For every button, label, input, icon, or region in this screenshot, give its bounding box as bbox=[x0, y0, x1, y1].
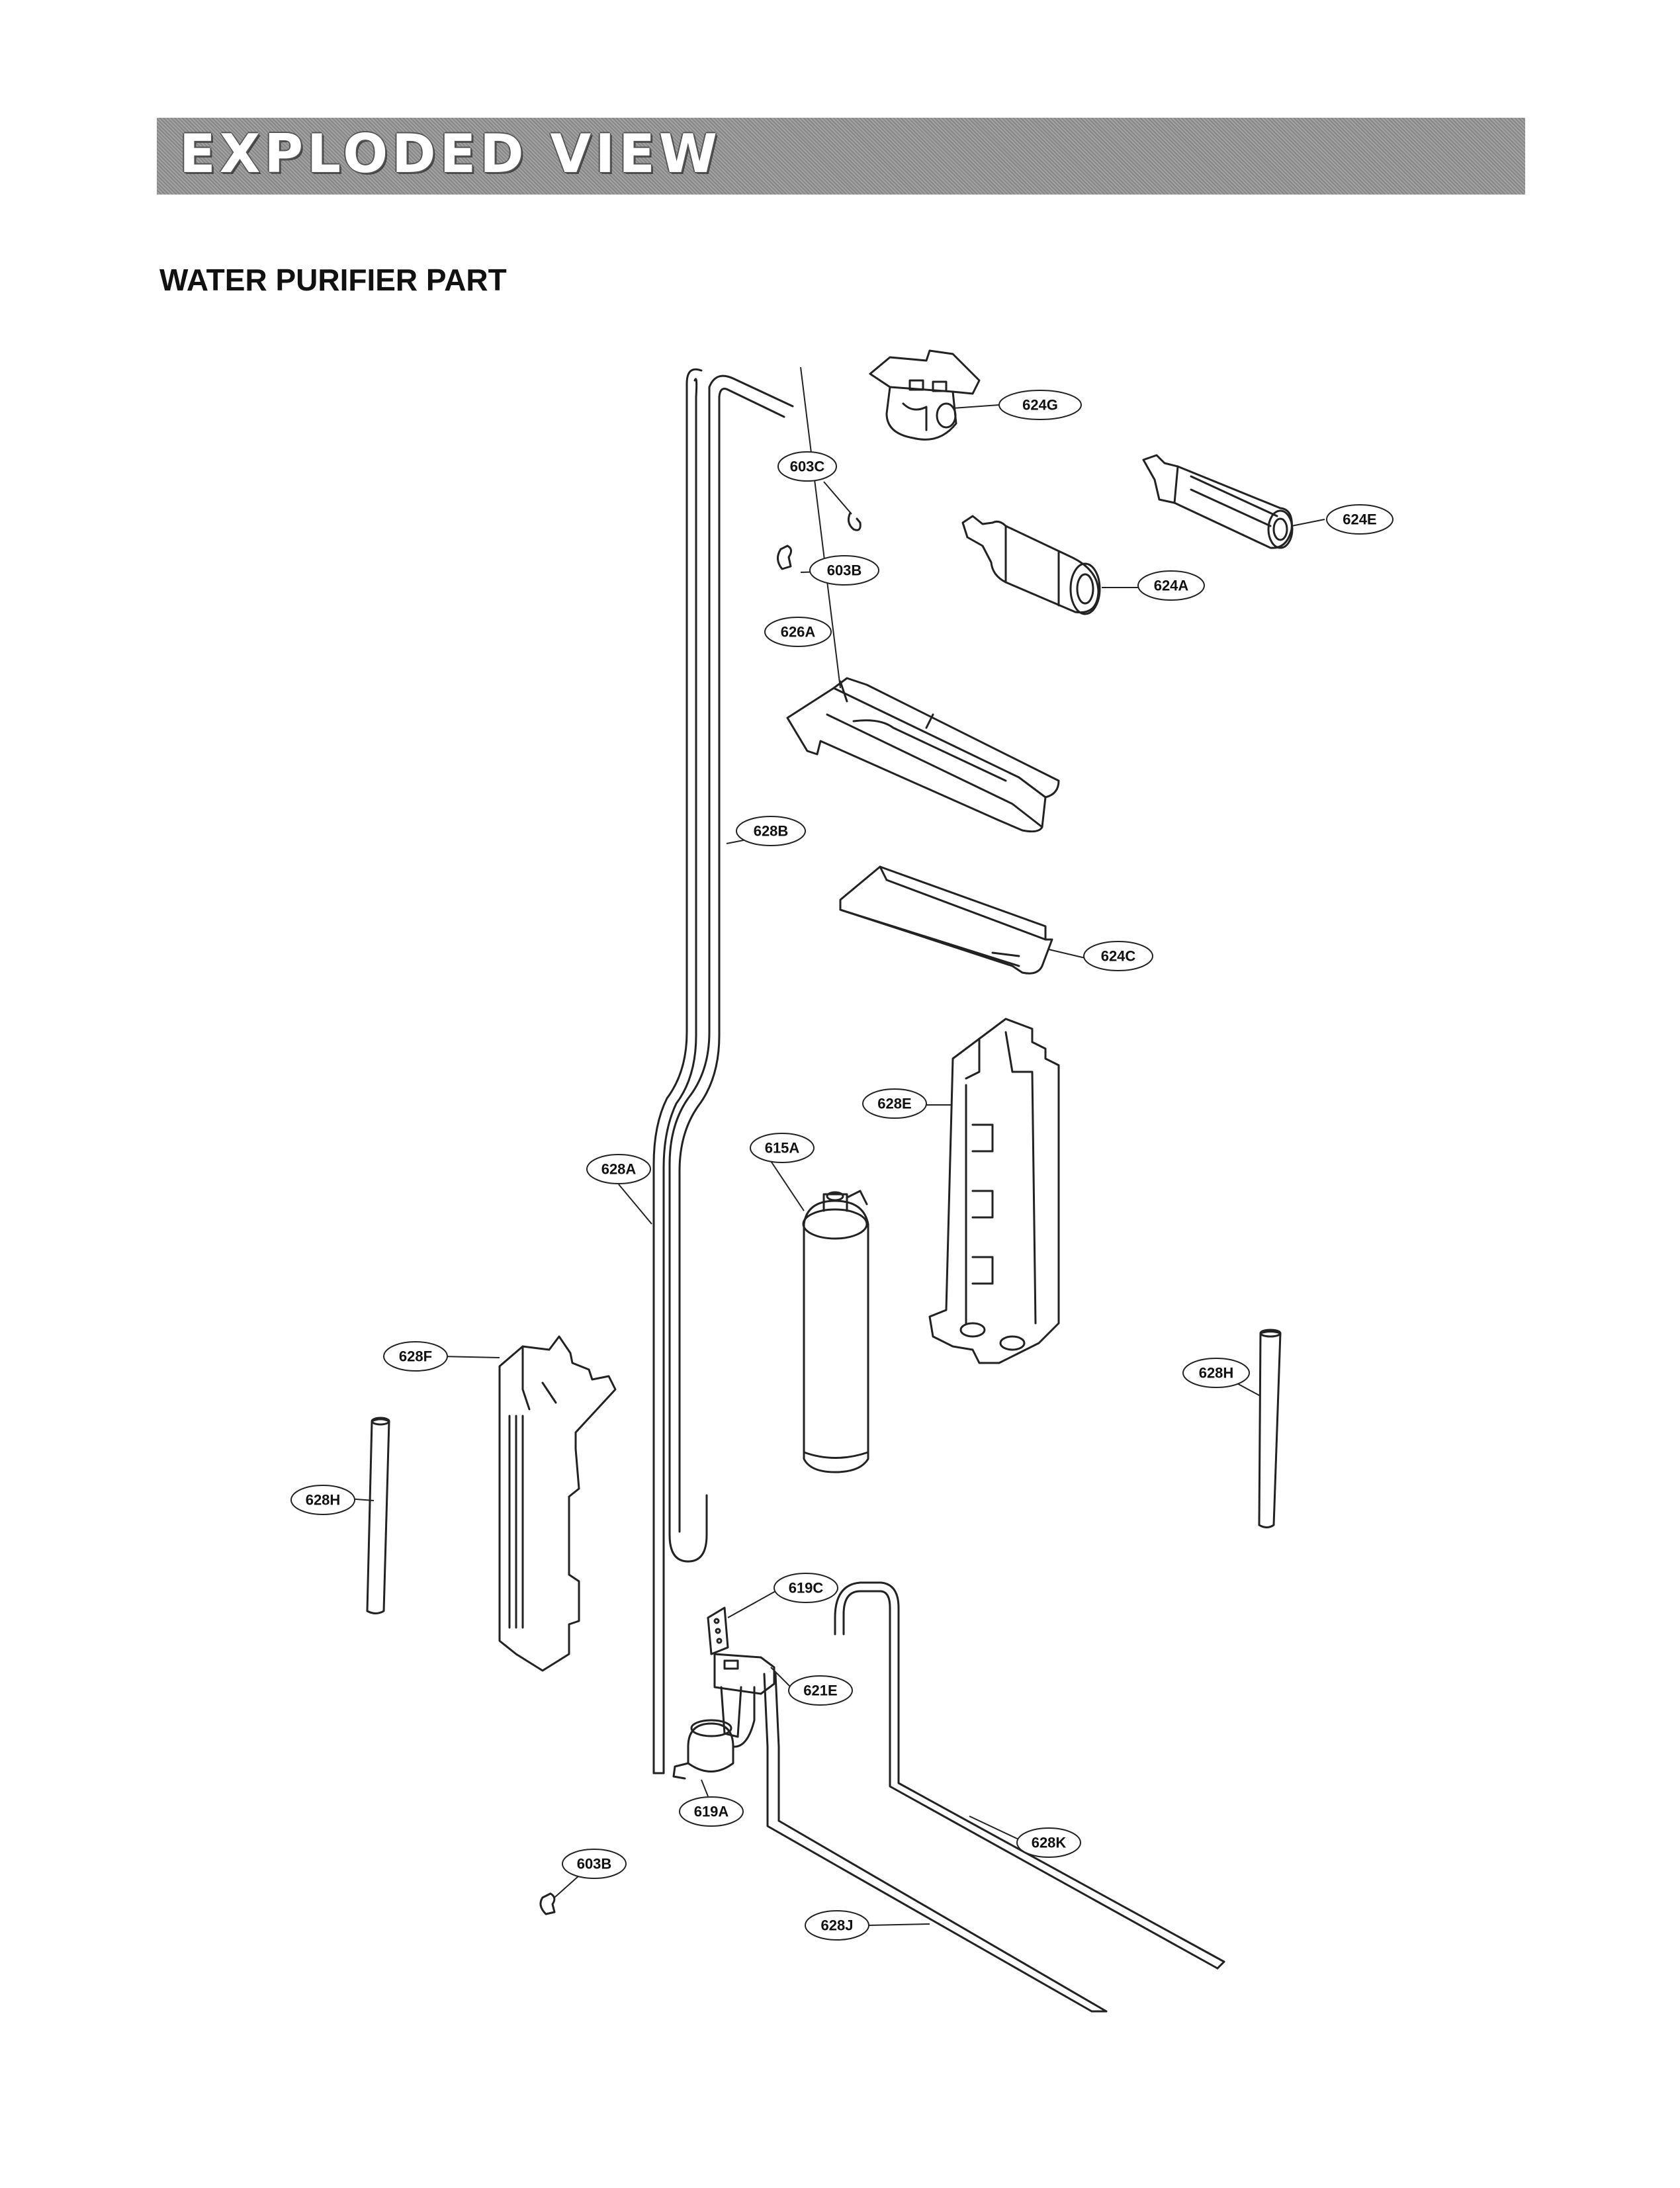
part-624g-clip bbox=[869, 349, 981, 441]
part-603c-clip bbox=[847, 511, 862, 531]
callout-628h-right: 628H bbox=[1199, 1365, 1234, 1381]
part-valve-assembly bbox=[672, 1606, 1108, 2013]
callout-626a: 626A bbox=[781, 624, 816, 640]
callout-624c: 624C bbox=[1101, 948, 1136, 965]
callout-603b-top: 603B bbox=[827, 562, 862, 579]
callout-624g: 624G bbox=[1022, 397, 1058, 414]
callout-628h-left: 628H bbox=[306, 1492, 341, 1509]
part-624a-cap bbox=[961, 515, 1101, 615]
callout-628b: 628B bbox=[754, 823, 789, 840]
header-banner: EXPLODED VIEW bbox=[157, 118, 1525, 195]
part-624c-cover bbox=[839, 865, 1053, 975]
part-628b-tube bbox=[668, 374, 794, 1563]
part-615a-filter bbox=[802, 1190, 869, 1473]
callout-ellipses bbox=[290, 390, 1393, 1941]
part-628a-tube bbox=[652, 368, 703, 1774]
callout-624a: 624A bbox=[1154, 578, 1189, 594]
callout-619a: 619A bbox=[694, 1804, 729, 1820]
part-628k-tube bbox=[834, 1581, 1225, 1970]
part-626a-tray bbox=[786, 677, 1060, 833]
part-603b-clip-bottom bbox=[539, 1892, 556, 1915]
part-628e-housing bbox=[928, 1018, 1060, 1364]
page-title: EXPLODED VIEW bbox=[179, 123, 721, 185]
callout-628a: 628A bbox=[601, 1161, 637, 1178]
part-628h-tube-left bbox=[366, 1417, 390, 1614]
callout-628f: 628F bbox=[399, 1348, 432, 1365]
callout-615a: 615A bbox=[765, 1140, 800, 1157]
part-628h-tube-right bbox=[1258, 1329, 1282, 1528]
callout-603c: 603C bbox=[790, 459, 825, 475]
part-624e-cap bbox=[1142, 454, 1294, 549]
callout-619c: 619C bbox=[789, 1580, 824, 1597]
callout-628k: 628K bbox=[1032, 1835, 1067, 1851]
part-628f-bracket bbox=[498, 1335, 617, 1672]
part-603b-clip-top bbox=[777, 545, 792, 570]
callout-624e: 624E bbox=[1343, 511, 1376, 528]
callout-628e: 628E bbox=[877, 1096, 911, 1112]
callout-628j: 628J bbox=[821, 1917, 854, 1934]
callout-603b-bottom: 603B bbox=[577, 1856, 612, 1872]
callout-621e: 621E bbox=[803, 1683, 837, 1699]
section-title: WATER PURIFIER PART bbox=[159, 263, 507, 297]
